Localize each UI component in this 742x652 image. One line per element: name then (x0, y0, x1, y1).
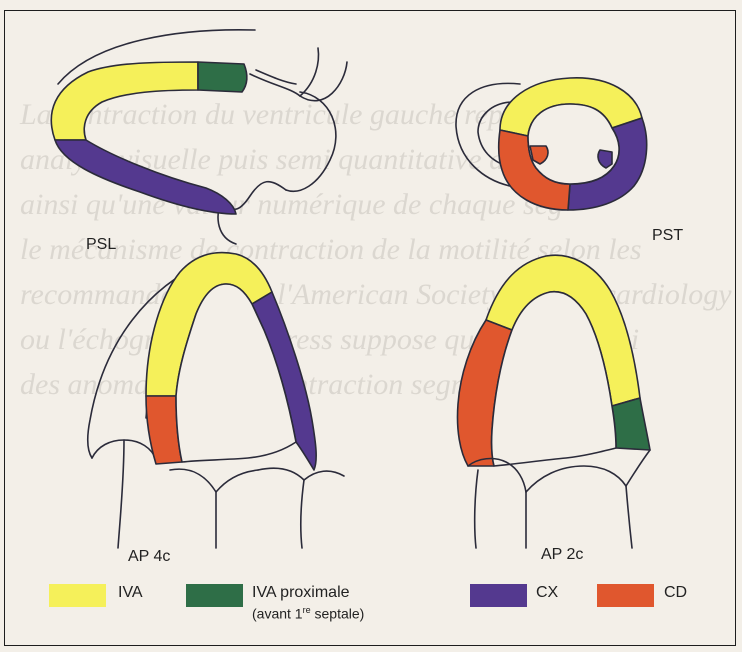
ap4c-atria-right (258, 468, 344, 480)
ap4c-view (88, 253, 344, 548)
psl-segment-cx (55, 140, 236, 214)
legend-label-cd: CD (664, 583, 687, 603)
legend-note-prefix: (avant 1 (252, 606, 303, 622)
ap4c-atria-septum (170, 469, 258, 492)
ap4c-atria-right-wall (301, 480, 304, 548)
legend-swatch-cd (597, 584, 654, 607)
ap4c-atria-left-wall (118, 440, 124, 548)
legend-label-iva: IVA (118, 583, 143, 603)
legend-note-iva-proximale: (avant 1re septale) (252, 605, 364, 622)
label-pst: PST (652, 227, 683, 245)
psl-segment-iva (51, 62, 198, 140)
label-ap2c: AP 2c (541, 546, 583, 564)
ap2c-atria-right (626, 450, 650, 486)
psl-segment-iva-proximale (198, 62, 247, 92)
legend-label-iva-proximale: IVA proximale (252, 583, 350, 603)
psl-valve-leaflet (256, 70, 296, 84)
ap2c-segment-iva-proximale (612, 398, 650, 450)
psl-view (51, 30, 347, 244)
ap2c-view (457, 255, 650, 548)
psl-aortic-root-2 (300, 48, 318, 96)
legend-note-sup: re (303, 605, 311, 615)
legend-swatch-iva-proximale (186, 584, 243, 607)
legend-note-suffix: septale) (311, 606, 365, 622)
psl-aortic-root (300, 62, 347, 101)
pst-view (456, 78, 647, 210)
legend-label-cx: CX (536, 583, 558, 603)
legend-swatch-iva (49, 584, 106, 607)
ap2c-atria-wall-right (626, 486, 632, 548)
ap2c-atria-wall-left (475, 470, 478, 548)
ap2c-atria-septum (526, 466, 626, 492)
label-ap4c: AP 4c (128, 548, 170, 566)
psl-left-atrium (286, 92, 336, 191)
label-psl: PSL (86, 236, 116, 254)
legend-swatch-cx (470, 584, 527, 607)
